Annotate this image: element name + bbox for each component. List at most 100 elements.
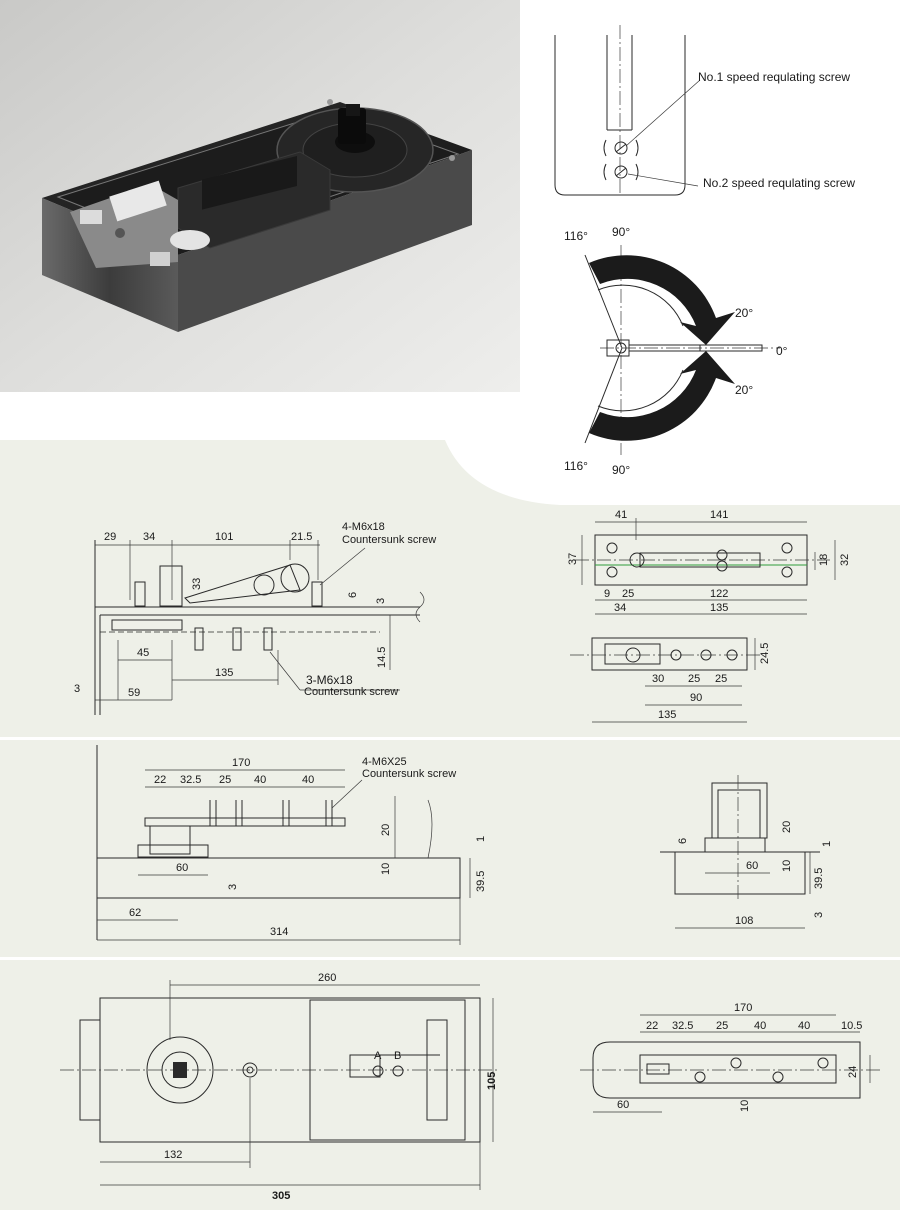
- angle-116-bottom: 116°: [564, 459, 588, 473]
- opening-arrow-lower: [589, 351, 735, 441]
- label-a: A: [374, 1050, 382, 1062]
- dim-21-5: 21.5: [291, 531, 312, 543]
- dim-170-front: 170: [232, 757, 250, 769]
- dim-40b-front: 40: [302, 774, 314, 786]
- dim-22-cover: 22: [646, 1020, 658, 1032]
- end-view-drawing: 6 20 1 60 10 39.5 108 3: [660, 775, 833, 929]
- angle-20-lower: 20°: [735, 383, 753, 397]
- dim-20-end: 20: [781, 821, 793, 833]
- speed-screw-diagram: No.1 speed requlating screw No.2 speed r…: [554, 25, 855, 196]
- dim-32-5-front: 32.5: [180, 774, 201, 786]
- label-b: B: [394, 1050, 401, 1062]
- angle-90-top: 90°: [612, 225, 630, 239]
- bracket-view-drawing: 24.5 30 25 25 90 135: [570, 637, 771, 723]
- dim-41: 41: [615, 509, 627, 521]
- dim-90: 90: [690, 692, 702, 704]
- screw-note-front-b: Countersunk screw: [362, 768, 456, 780]
- dim-34-plate: 34: [614, 602, 626, 614]
- speed-screw-1-icon: [614, 141, 628, 155]
- dim-10-cover: 10: [739, 1100, 751, 1112]
- dim-314-front: 314: [270, 926, 288, 938]
- dim-10-front: 10: [380, 863, 392, 875]
- divider: [0, 957, 900, 960]
- dim-25b: 25: [715, 673, 727, 685]
- angle-90-bottom: 90°: [612, 463, 630, 477]
- dim-30: 30: [652, 673, 664, 685]
- dim-135: 135: [215, 667, 233, 679]
- dim-60-front: 60: [176, 862, 188, 874]
- dim-170-cover: 170: [734, 1002, 752, 1014]
- dim-24-5: 24.5: [759, 643, 771, 664]
- angle-0: 0°: [776, 344, 788, 358]
- dim-33: 33: [191, 578, 203, 590]
- dim-135-plate: 135: [710, 602, 728, 614]
- dim-37: 37: [567, 553, 579, 565]
- dim-24-cover: 24: [847, 1066, 859, 1078]
- speed-screw-2-label: No.2 speed requlating screw: [703, 176, 855, 190]
- drawing-sheet-background: [0, 440, 900, 1210]
- divider: [0, 737, 900, 740]
- dim-135-bracket: 135: [658, 709, 676, 721]
- dim-40a-cover: 40: [754, 1020, 766, 1032]
- screw-note-top-a: 4-M6x18: [342, 521, 385, 533]
- dim-32-5-cover: 32.5: [672, 1020, 693, 1032]
- opening-arrow-upper: [589, 255, 735, 345]
- dim-6: 6: [347, 592, 359, 598]
- dim-14-5: 14.5: [376, 647, 388, 668]
- dim-60-cover: 60: [617, 1099, 629, 1111]
- dim-122: 122: [710, 588, 728, 600]
- angle-116-top: 116°: [564, 229, 588, 243]
- dim-10-5-cover: 10.5: [841, 1020, 862, 1032]
- dim-22-front: 22: [154, 774, 166, 786]
- dim-1-front: 1: [475, 836, 487, 842]
- top-view-drawing: A B 260 105 132 305: [60, 972, 500, 1202]
- dim-3-front: 3: [227, 884, 239, 890]
- dim-20-front: 20: [380, 824, 392, 836]
- dim-62-front: 62: [129, 907, 141, 919]
- dim-25a: 25: [688, 673, 700, 685]
- screw-note-top-b: Countersunk screw: [342, 534, 436, 546]
- front-view-drawing: 170 4-M6X25 Countersunk screw 22 32.5 25…: [96, 745, 487, 945]
- product-photo: [0, 0, 520, 392]
- spindle-square-icon: [173, 1062, 187, 1078]
- dim-105-top: 105: [486, 1072, 498, 1090]
- dim-39-5-front: 39.5: [475, 871, 487, 892]
- dim-3-right: 3: [375, 598, 387, 604]
- dim-25: 25: [622, 588, 634, 600]
- dim-101: 101: [215, 531, 233, 543]
- dim-3-end: 3: [813, 912, 825, 918]
- dim-39-5-end: 39.5: [813, 868, 825, 889]
- screw-note-bottom-b: Countersunk screw: [304, 686, 398, 698]
- dim-108-end: 108: [735, 915, 753, 927]
- dim-305-top: 305: [272, 1190, 290, 1202]
- screw-note-front-a: 4-M6X25: [362, 756, 407, 768]
- dim-25-front: 25: [219, 774, 231, 786]
- opening-angle-diagram: 116° 90° 20° 0° 20° 116° 90°: [564, 225, 788, 477]
- dim-40b-cover: 40: [798, 1020, 810, 1032]
- dim-45: 45: [137, 647, 149, 659]
- plate-view-drawing: 41 141 37 18 32 9 25 122 34 135: [567, 509, 851, 615]
- dim-25-cover: 25: [716, 1020, 728, 1032]
- dim-59: 59: [128, 687, 140, 699]
- angle-20-upper: 20°: [735, 306, 753, 320]
- speed-screw-2-icon: [614, 165, 628, 179]
- dim-40a-front: 40: [254, 774, 266, 786]
- dim-60-end: 60: [746, 860, 758, 872]
- dim-141: 141: [710, 509, 728, 521]
- dim-10-end: 10: [781, 860, 793, 872]
- cover-view-drawing: 170 22 32.5 25 40 40 10.5 24 60 10: [580, 1002, 880, 1113]
- dim-260-top: 260: [318, 972, 336, 984]
- dim-29: 29: [104, 531, 116, 543]
- dim-9: 9: [604, 588, 610, 600]
- upper-right-white-area: [445, 0, 900, 505]
- dim-34: 34: [143, 531, 155, 543]
- dim-18: 18: [818, 554, 830, 566]
- dim-132-top: 132: [164, 1149, 182, 1161]
- dim-3-left: 3: [74, 683, 80, 695]
- screw-note-bottom-a: 3-M6x18: [306, 673, 353, 687]
- side-view-drawing: 29 34 101 21.5 4-M6x18 Countersunk screw…: [74, 521, 436, 715]
- dim-1-end: 1: [821, 841, 833, 847]
- dim-6-end: 6: [677, 838, 689, 844]
